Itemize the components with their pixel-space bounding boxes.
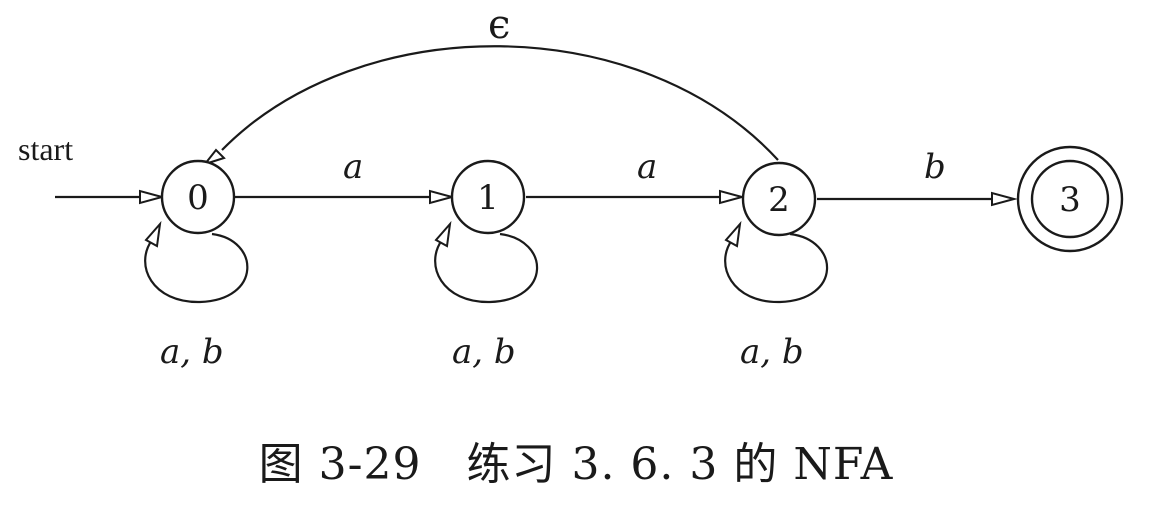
edge-2-to-3-arrowhead xyxy=(991,191,1018,207)
edge-0-to-1-arrowhead xyxy=(429,189,456,205)
edge-0-to-1-label: a xyxy=(343,147,363,187)
self-loop-2-arrowhead xyxy=(724,220,742,248)
state-1 xyxy=(450,159,526,235)
edge-2-to-0-label: ϵ xyxy=(488,2,510,48)
state-0-label: 0 xyxy=(187,178,209,218)
state-1-label: 1 xyxy=(477,178,499,218)
state-3 xyxy=(1030,159,1110,239)
self-loop-0 xyxy=(144,232,249,304)
state-0 xyxy=(160,159,236,235)
self-loop-0-arrowhead xyxy=(144,220,162,248)
state-3-label: 3 xyxy=(1059,180,1081,220)
edge-1-to-2-arrowhead xyxy=(719,189,746,205)
state-2-label: 2 xyxy=(768,180,790,220)
self-loop-2-label: a, b xyxy=(740,332,804,372)
start-arrowhead xyxy=(139,189,166,205)
self-loop-1-label: a, b xyxy=(452,332,516,372)
edge-2-to-0-arrowhead xyxy=(202,148,226,166)
self-loop-1 xyxy=(434,232,539,304)
edge-2-to-0 xyxy=(221,45,779,161)
figure-caption: 图 3-29 练习 3. 6. 3 的 NFA xyxy=(258,439,894,490)
self-loop-0-label: a, b xyxy=(160,332,224,372)
edge-2-to-3-label: b xyxy=(924,147,946,187)
edge-1-to-2-label: a xyxy=(637,147,657,187)
self-loop-2 xyxy=(724,232,829,304)
start-label: start xyxy=(18,131,73,167)
state-2 xyxy=(741,161,817,237)
self-loop-1-arrowhead xyxy=(434,220,452,248)
